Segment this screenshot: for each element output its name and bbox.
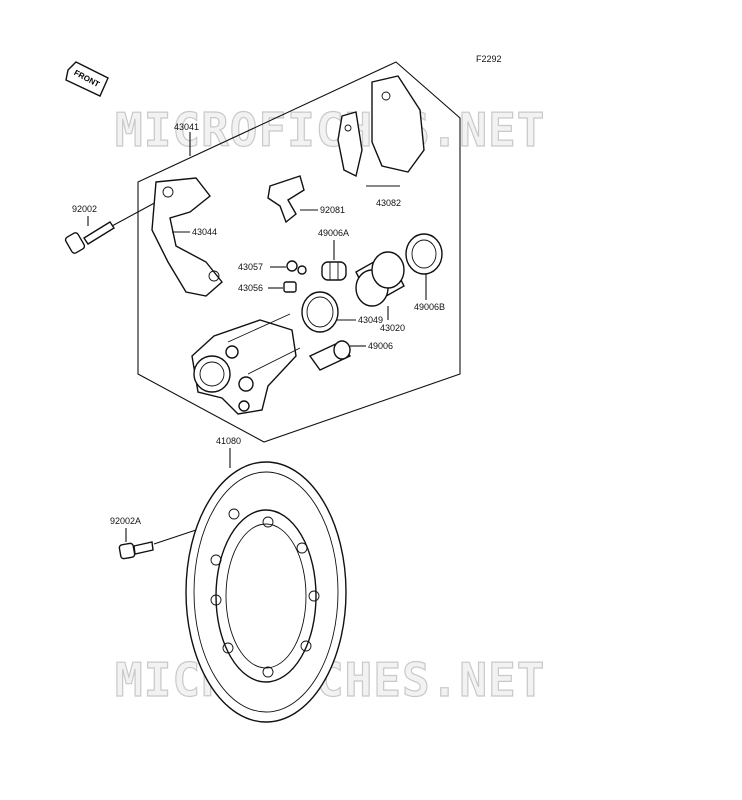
label-43020: 43020 [380,323,405,333]
label-43049: 43049 [358,315,383,325]
label-49006a: 49006A [318,228,349,238]
piston-43020 [355,251,405,307]
label-49006: 49006 [368,341,393,351]
caliper-assembly-box [137,61,461,443]
brake-disc [185,461,347,723]
label-43044: 43044 [192,227,217,237]
label-92081: 92081 [320,205,345,215]
caliper-holder [151,177,223,297]
disc-bolt-92002a [118,541,154,560]
boot-49006a [321,261,347,281]
seal-ring-43049 [301,291,339,333]
brake-pad-set [337,75,425,178]
figure-code: F2292 [476,54,502,64]
boot-49006 [308,340,352,371]
label-92002: 92002 [72,204,97,214]
pad-spring [267,175,305,224]
seal-ring-49006b [405,233,443,275]
label-49006b: 49006B [414,302,445,312]
label-41080: 41080 [216,436,241,446]
label-43041: 43041 [174,122,199,132]
bleeder-valve-43056 [283,281,297,293]
label-43082: 43082 [376,198,401,208]
front-arrow-icon: FRONT [65,61,109,97]
bolt-92002 [64,221,115,254]
caliper-body [191,313,301,415]
watermark-top: MICROFICHES.NET [115,103,545,157]
bleeder-cap-43057 [286,260,307,275]
label-92002a: 92002A [110,516,141,526]
label-43056: 43056 [238,283,263,293]
label-43057: 43057 [238,262,263,272]
